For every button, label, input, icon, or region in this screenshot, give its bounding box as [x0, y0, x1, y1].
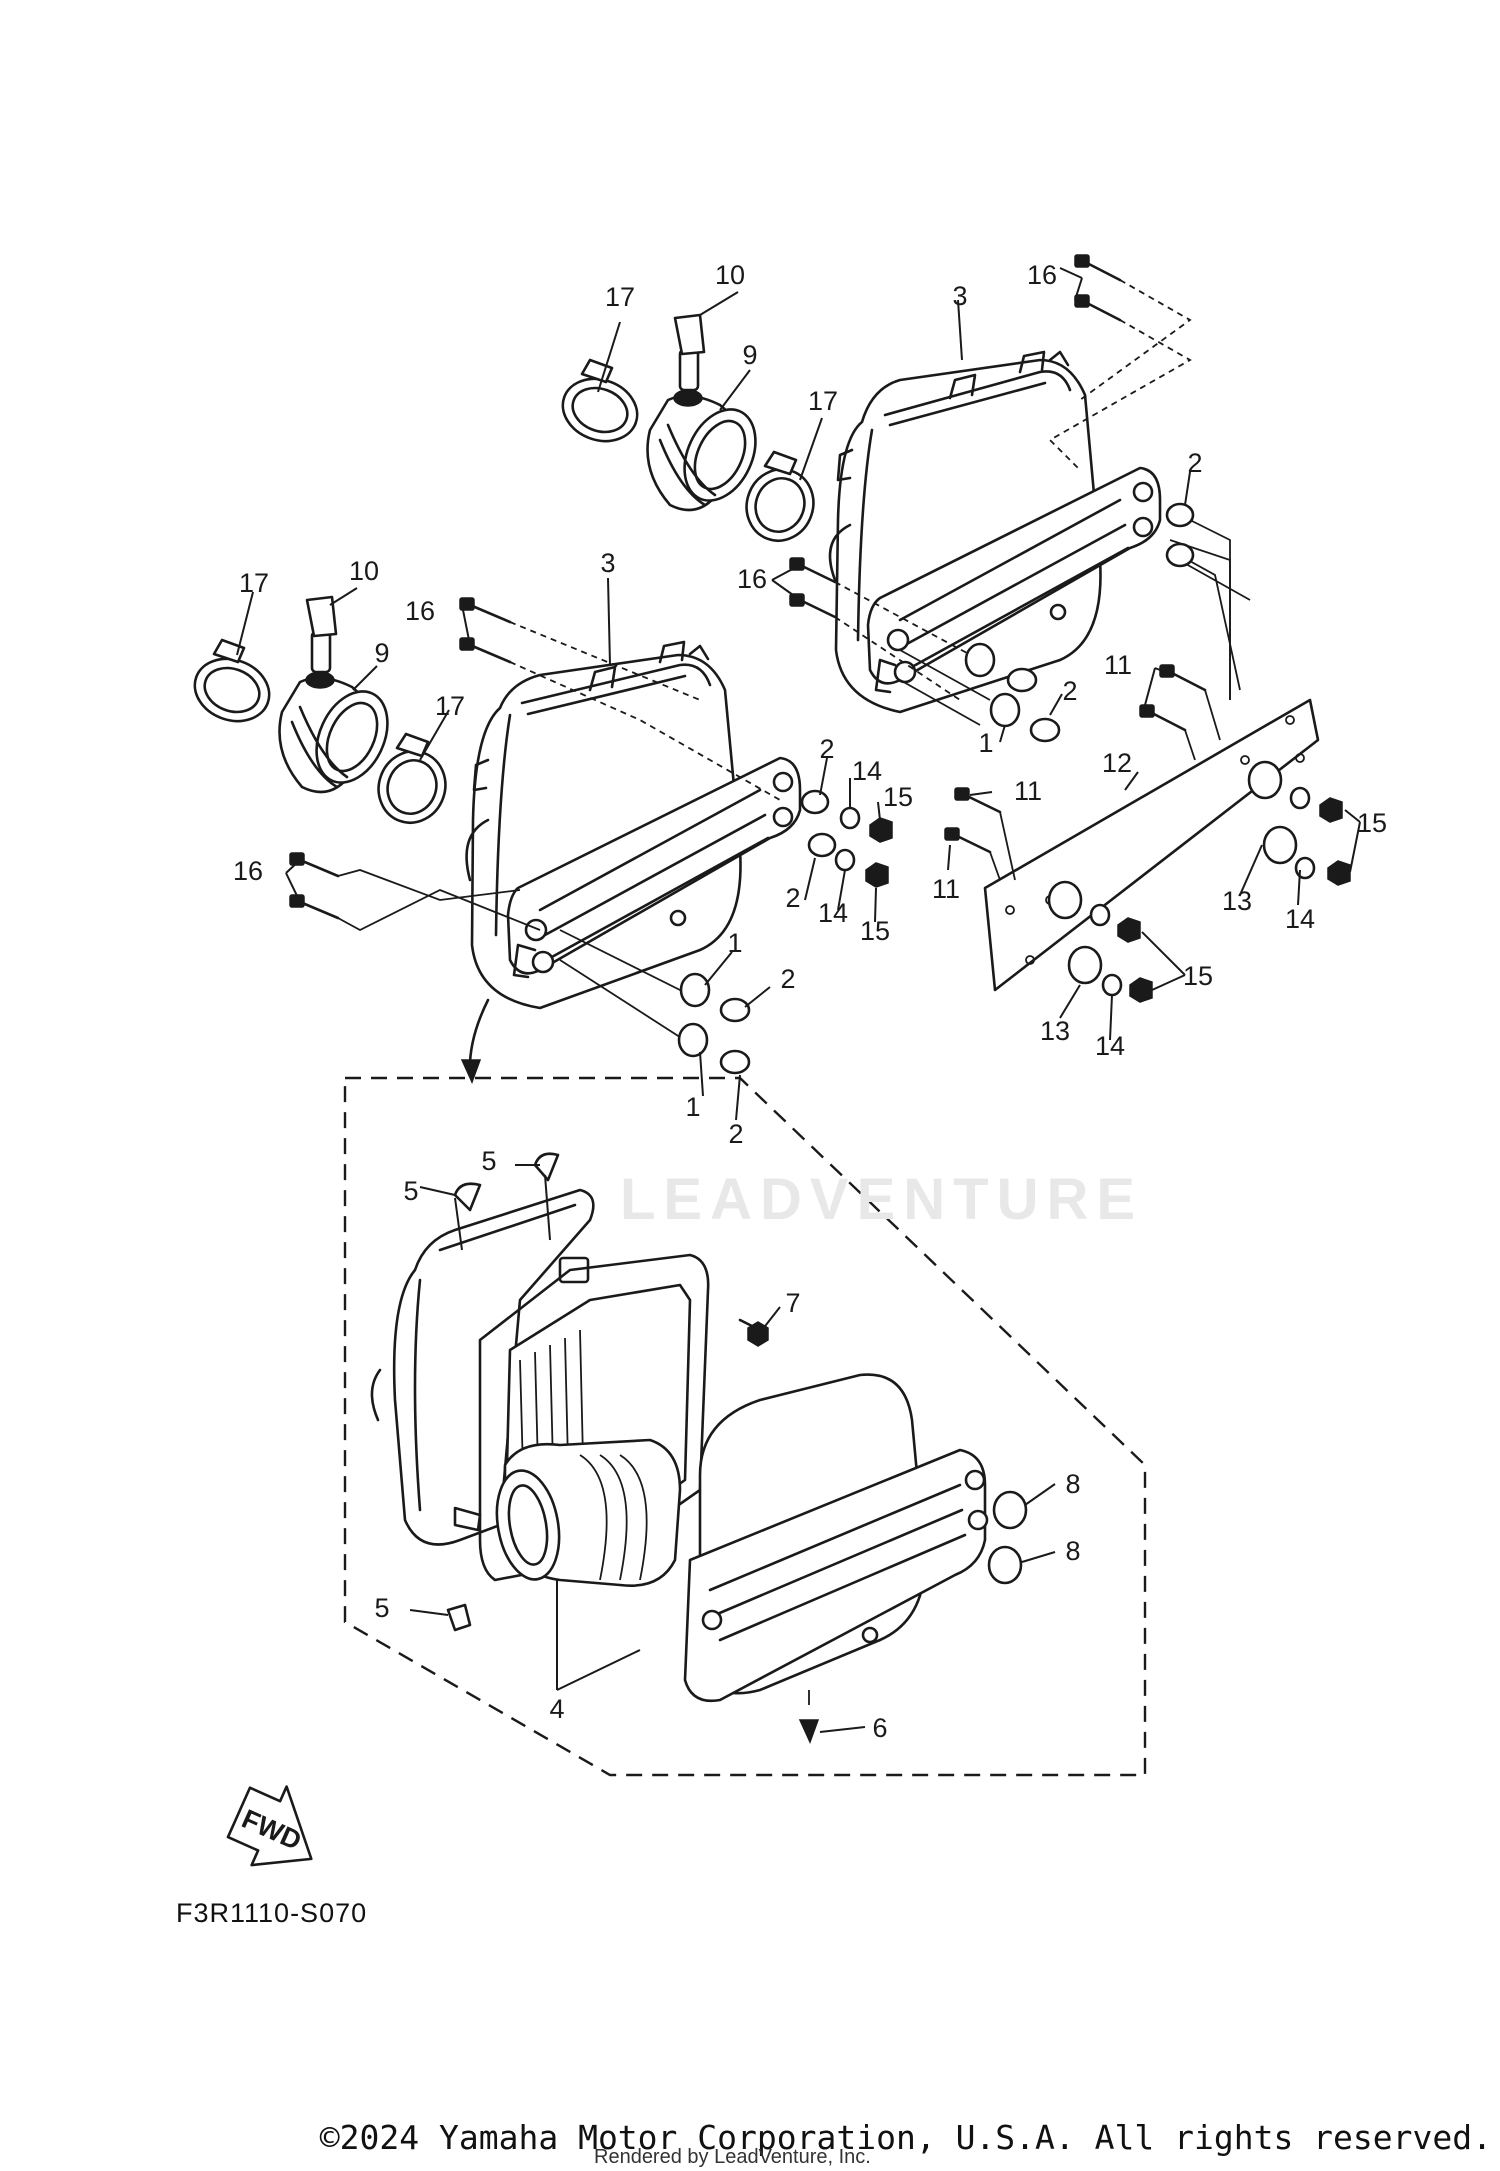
label-16: 16 [737, 564, 767, 594]
detail-pointer-arrowhead [460, 1059, 482, 1084]
label-2: 2 [780, 964, 795, 994]
bolts-16 [289, 254, 1122, 920]
label-10: 10 [349, 556, 379, 586]
label-2: 2 [785, 883, 800, 913]
label-17: 17 [808, 386, 838, 416]
label-14: 14 [1285, 904, 1315, 934]
label-14: 14 [818, 898, 848, 928]
label-17: 17 [435, 691, 465, 721]
label-3: 3 [952, 281, 967, 311]
leader-lines [236, 267, 1361, 1733]
copyright-notice: ©2024 Yamaha Motor Corporation, U.S.A. A… [319, 2118, 1492, 2157]
label-8: 8 [1065, 1469, 1080, 1499]
label-15: 15 [1357, 808, 1387, 838]
label-9: 9 [374, 638, 389, 668]
intake-boot-right [561, 313, 815, 542]
label-16: 16 [405, 596, 435, 626]
label-5: 5 [374, 1593, 389, 1623]
label-15: 15 [860, 916, 890, 946]
air-box-left-assembly [465, 640, 802, 1010]
label-15: 15 [1183, 961, 1213, 991]
label-1: 1 [685, 1092, 700, 1122]
label-10: 10 [715, 260, 745, 290]
label-3: 3 [600, 548, 615, 578]
label-12: 12 [1102, 748, 1132, 778]
label-13: 13 [1040, 1016, 1070, 1046]
label-2: 2 [819, 734, 834, 764]
label-5: 5 [481, 1146, 496, 1176]
label-2: 2 [728, 1119, 743, 1149]
label-16: 16 [1027, 260, 1057, 290]
label-2: 2 [1062, 676, 1077, 706]
label-17: 17 [239, 568, 269, 598]
label-11: 11 [1014, 776, 1042, 806]
label-11: 11 [1104, 650, 1132, 680]
label-2: 2 [1187, 448, 1202, 478]
label-6: 6 [872, 1713, 887, 1743]
watermark-text: LEADVENTURE [620, 1167, 1144, 1232]
drawing-code: F3R1110-S070 [176, 1898, 368, 1928]
label-13: 13 [1222, 886, 1252, 916]
label-17: 17 [605, 282, 635, 312]
air-box-right-assembly [828, 350, 1162, 714]
bracket-plate-12 [944, 664, 1351, 1003]
detail-case-lower [370, 1152, 1028, 1744]
fwd-arrow-icon: FWD [226, 1785, 313, 1867]
label-5: 5 [403, 1176, 418, 1206]
label-8: 8 [1065, 1536, 1080, 1566]
part-number-labels: 17 10 9 17 3 16 2 16 2 1 17 10 9 17 3 16… [233, 260, 1387, 1743]
label-4: 4 [549, 1694, 564, 1724]
label-14: 14 [852, 756, 882, 786]
intake-boot-left [193, 595, 447, 824]
label-15: 15 [883, 782, 913, 812]
label-14: 14 [1095, 1031, 1125, 1061]
rendered-by-note: Rendered by LeadVenture, Inc. [594, 2146, 871, 2168]
label-1: 1 [978, 728, 993, 758]
label-11: 11 [932, 874, 960, 904]
label-9: 9 [742, 340, 757, 370]
label-7: 7 [785, 1288, 800, 1318]
label-1: 1 [727, 928, 742, 958]
label-16: 16 [233, 856, 263, 886]
